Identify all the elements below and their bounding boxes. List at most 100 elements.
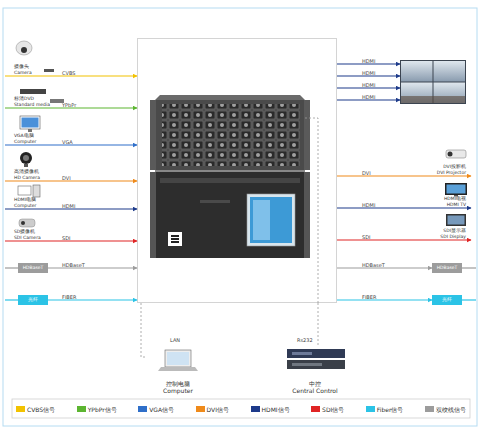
display-icon — [446, 214, 466, 226]
signal-cable — [48, 299, 137, 300]
signal-label: FIBER — [62, 294, 76, 300]
box-label: 光纤 — [442, 297, 452, 302]
input-device: 摄像头Camera — [5, 38, 58, 76]
legend-text: VGA信号 — [149, 406, 174, 413]
device-label: HDMI电脑 — [14, 197, 36, 202]
signal-label: SDI — [62, 235, 71, 241]
chassis-seam — [155, 170, 305, 172]
tv-screen — [447, 185, 466, 194]
legend-swatch — [16, 406, 25, 412]
control-wire — [305, 118, 318, 303]
matrix-chassis — [150, 95, 318, 303]
signal-cable — [5, 75, 137, 76]
control-computer: 控制电脑Computer — [145, 345, 211, 395]
legend-item: CVBS信号 — [16, 406, 55, 413]
device-label: Central Control — [292, 387, 337, 394]
sdi-camera-icon — [19, 219, 35, 227]
input-device: HDMI电脑Computer — [5, 184, 58, 209]
hdbaset-box: HDBaseT — [18, 263, 48, 273]
signal-cable — [5, 180, 137, 181]
monitor-icon — [20, 116, 40, 129]
device-label: HD Camera — [14, 175, 40, 180]
signal-label: HDMI — [362, 202, 375, 208]
cable-plug — [50, 99, 64, 103]
hd-camera-icon — [20, 152, 32, 164]
dvd-icon — [20, 89, 46, 94]
legend-swatch — [366, 406, 375, 412]
tv-stand — [454, 195, 458, 197]
cable-lead — [462, 267, 476, 268]
device-label: 标清DVD — [14, 96, 34, 101]
legend-swatch — [138, 406, 147, 412]
pc-monitor-icon — [18, 186, 31, 195]
logo-mark — [171, 235, 179, 237]
control-link — [141, 303, 145, 357]
signal-cable — [337, 239, 471, 240]
signal-label: HDBaseT — [62, 262, 85, 268]
legend-item: YPbPr信号 — [77, 406, 117, 413]
control-screen — [247, 194, 295, 246]
projector-icon — [446, 150, 466, 158]
display-screen — [448, 216, 465, 225]
front-bar — [160, 178, 300, 183]
device-label: Standard media — [14, 102, 50, 107]
signal-label: HDMI — [362, 58, 375, 64]
device-label: Computer — [14, 203, 36, 208]
signal-label: DVI — [362, 170, 371, 176]
signal-cable — [5, 144, 137, 145]
laptop-screen — [167, 352, 189, 365]
device-label: SDI Camera — [14, 235, 41, 240]
rack-ear — [150, 172, 156, 258]
legend-text: Fiber信号 — [377, 406, 404, 413]
camera-icon — [16, 41, 32, 55]
signal-label: DVI — [62, 175, 71, 181]
central-control: 中控Central Control — [280, 345, 350, 395]
signal-label: HDBaseT — [362, 262, 385, 268]
camera-lens — [21, 47, 27, 53]
device-label: 中控 — [309, 380, 321, 387]
signal-cable — [5, 208, 137, 209]
output-device: DVI投影机DVI Projector — [421, 146, 471, 176]
signal-label: LAN — [170, 337, 180, 343]
legend-swatch — [251, 406, 260, 412]
logo-mark — [171, 238, 179, 240]
wall-screen — [434, 61, 466, 82]
box-label: HDBaseT — [437, 265, 458, 270]
video-wall — [400, 58, 466, 105]
legend-text: YPbPr信号 — [88, 406, 117, 413]
laptop-icon — [165, 350, 191, 367]
device-label: SD摄像机 — [14, 229, 35, 234]
io-ports — [162, 104, 300, 166]
control-panel — [292, 363, 322, 366]
device-label: HDMI电视 — [444, 196, 466, 201]
cable-plug — [44, 69, 54, 72]
device-label: VGA电脑 — [14, 133, 34, 138]
control-unit-icon — [287, 349, 345, 358]
box-label: HDBaseT — [23, 265, 44, 270]
input-device: 高清摄像机HD Camera — [5, 149, 58, 181]
signal-cable — [5, 240, 137, 241]
box-label: 光纤 — [28, 297, 38, 302]
rack-ear — [304, 100, 310, 170]
fiber-box: 光纤 — [18, 295, 48, 305]
screen-display — [250, 197, 292, 243]
device-label: DVI投影机 — [443, 164, 466, 169]
logo-mark — [171, 241, 179, 243]
device-label: SDI显示器 — [443, 228, 466, 233]
signal-label: HDMI — [362, 70, 375, 76]
control-unit-icon — [287, 360, 345, 369]
device-label: SDI Display — [440, 234, 466, 239]
output-device: SDI显示器SDI Display — [421, 212, 471, 240]
front-strip — [200, 200, 230, 203]
rear-unit — [155, 100, 305, 170]
cable-lead — [5, 267, 18, 268]
legend-item: DVI信号 — [196, 406, 229, 413]
wall-screen — [434, 83, 466, 104]
signal-label: HDMI — [362, 94, 375, 100]
video-wall-art — [400, 60, 466, 104]
projector-lens — [448, 152, 453, 157]
